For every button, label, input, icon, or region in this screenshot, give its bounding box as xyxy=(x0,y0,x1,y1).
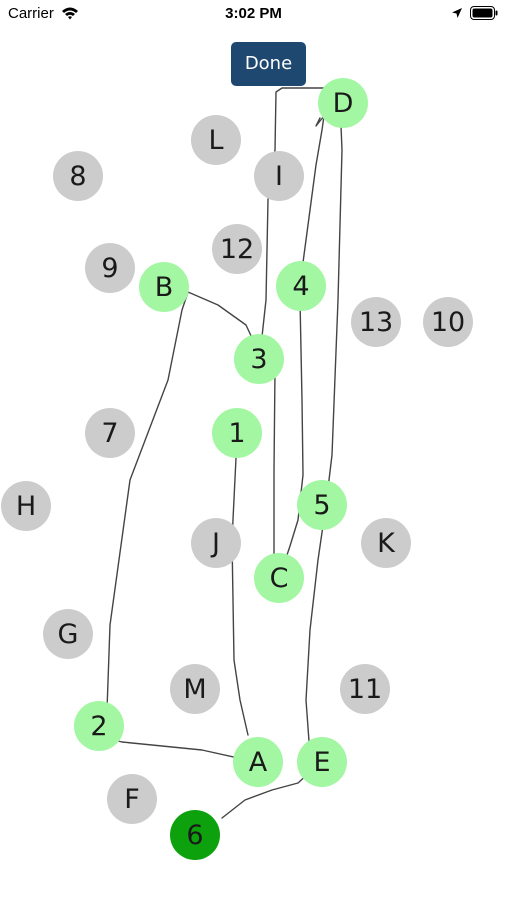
node-k[interactable]: K xyxy=(361,518,411,568)
node-e[interactable]: E xyxy=(297,737,347,787)
node-4[interactable]: 4 xyxy=(276,261,326,311)
node-3[interactable]: 3 xyxy=(234,334,284,384)
node-a[interactable]: A xyxy=(233,737,283,787)
node-7[interactable]: 7 xyxy=(85,408,135,458)
node-13[interactable]: 13 xyxy=(351,297,401,347)
node-12[interactable]: 12 xyxy=(212,224,262,274)
node-d[interactable]: D xyxy=(318,78,368,128)
node-10[interactable]: 10 xyxy=(423,297,473,347)
wifi-icon xyxy=(62,7,78,20)
node-l[interactable]: L xyxy=(191,115,241,165)
location-arrow-icon xyxy=(452,8,462,18)
node-b[interactable]: B xyxy=(139,262,189,312)
node-g[interactable]: G xyxy=(43,609,93,659)
node-f[interactable]: F xyxy=(107,774,157,824)
node-c[interactable]: C xyxy=(254,553,304,603)
node-6[interactable]: 6 xyxy=(170,810,220,860)
node-9[interactable]: 9 xyxy=(85,243,135,293)
node-m[interactable]: M xyxy=(170,664,220,714)
node-11[interactable]: 11 xyxy=(340,664,390,714)
battery-icon xyxy=(470,6,498,20)
node-1[interactable]: 1 xyxy=(212,408,262,458)
node-h[interactable]: H xyxy=(1,481,51,531)
carrier-label: Carrier xyxy=(8,5,54,22)
node-5[interactable]: 5 xyxy=(297,480,347,530)
done-button[interactable]: Done xyxy=(231,42,306,86)
node-i[interactable]: I xyxy=(254,151,304,201)
status-time: 3:02 PM xyxy=(225,5,282,22)
node-2[interactable]: 2 xyxy=(74,701,124,751)
node-j[interactable]: J xyxy=(191,518,241,568)
status-bar: Carrier 3:02 PM xyxy=(0,0,507,30)
node-8[interactable]: 8 xyxy=(53,151,103,201)
